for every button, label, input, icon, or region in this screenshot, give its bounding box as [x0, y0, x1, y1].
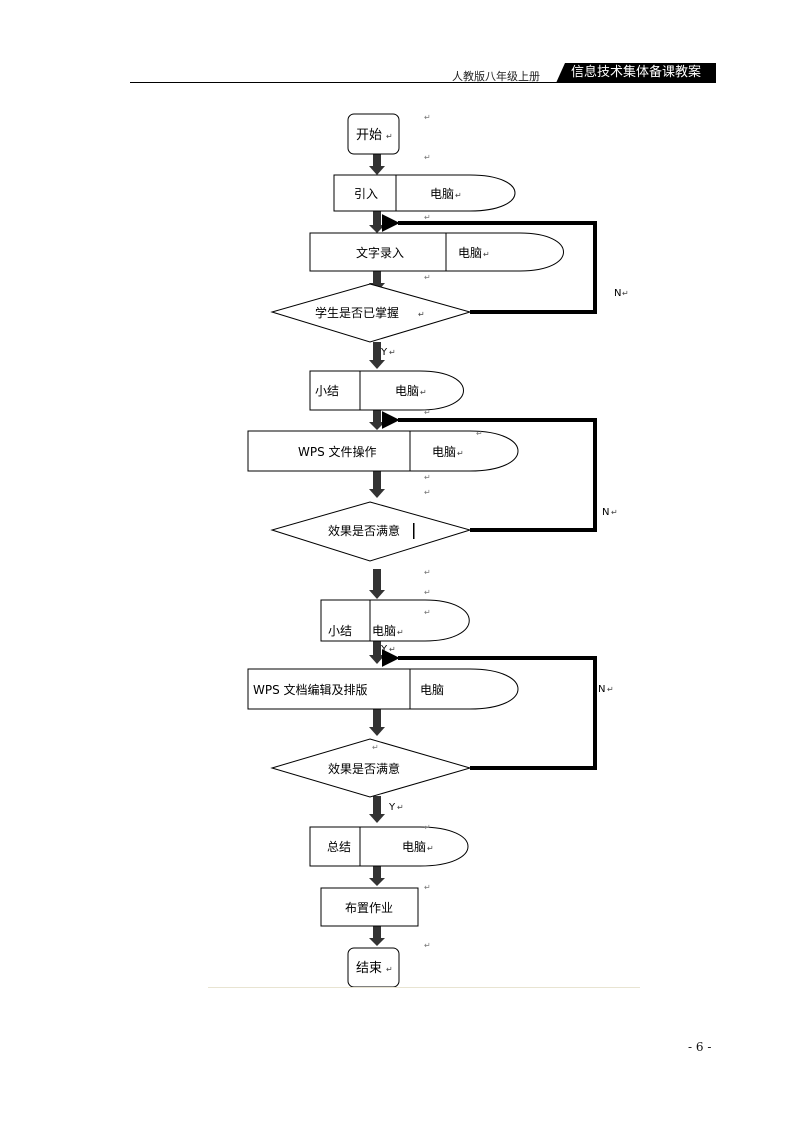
return-mark: ↵ — [457, 449, 464, 458]
down-arrow — [369, 342, 385, 369]
return-mark: ↵ — [424, 213, 431, 222]
step-homework — [320, 887, 419, 927]
return-mark: ↵ — [424, 408, 431, 417]
no-label: N — [602, 507, 609, 518]
page-number: - 6 - — [688, 1040, 712, 1054]
decision-effect-2-label: 效果是否满意 — [328, 761, 400, 776]
return-mark: ↵ — [418, 310, 425, 319]
step-typing — [309, 232, 564, 272]
return-mark: ↵ — [420, 388, 427, 397]
computer-label: 电脑 — [402, 840, 426, 854]
no-label: N — [614, 288, 621, 299]
computer-label: 电脑 — [420, 683, 444, 697]
computer-label: 电脑 — [372, 624, 396, 638]
down-arrow — [369, 926, 385, 946]
step-wps-file — [247, 430, 519, 472]
return-mark: ↵ — [424, 473, 431, 482]
step-wps-file-label: WPS 文件操作 — [298, 444, 377, 459]
decision-effect-1 — [270, 501, 472, 562]
return-mark: ↵ — [455, 191, 462, 200]
return-mark: ↵ — [607, 685, 614, 694]
return-mark: ↵ — [424, 588, 431, 597]
return-mark: ↵ — [424, 823, 431, 832]
step-conclusion — [309, 826, 469, 867]
return-mark: ↵ — [389, 348, 396, 357]
step-wps-edit-label: WPS 文档编辑及排版 — [253, 682, 368, 697]
loop-line-effect-1 — [381, 411, 597, 532]
return-mark: ↵ — [611, 508, 618, 517]
return-mark: ↵ — [386, 132, 393, 141]
down-arrow — [369, 641, 385, 664]
return-mark: ↵ — [424, 113, 431, 122]
return-mark: ↵ — [622, 289, 629, 298]
computer-label: 电脑 — [458, 246, 482, 260]
down-arrow — [369, 410, 385, 430]
header-tag: 信息技术集体备课教案 — [556, 63, 716, 83]
return-mark: ↵ — [424, 608, 431, 617]
step-summary-1 — [309, 370, 464, 411]
down-arrow — [369, 211, 385, 233]
bottom-rule — [208, 987, 640, 988]
step-summary-2 — [320, 599, 470, 642]
return-mark: ↵ — [397, 803, 404, 812]
step-wps-edit — [247, 668, 519, 710]
return-mark: ↵ — [424, 153, 431, 162]
return-mark: ↵ — [424, 941, 431, 950]
step-homework-label: 布置作业 — [345, 901, 393, 915]
return-mark: ↵ — [424, 883, 431, 892]
step-conclusion-label: 总结 — [327, 840, 351, 854]
start-terminal — [347, 113, 400, 155]
down-arrow — [369, 471, 385, 498]
no-label: N — [598, 684, 605, 695]
down-arrow — [369, 866, 385, 886]
decision-mastered — [270, 283, 472, 343]
computer-label: 电脑 — [432, 445, 456, 459]
decision-mastered-label: 学生是否已掌握 — [315, 305, 399, 320]
return-mark: ↵ — [427, 844, 434, 853]
computer-label: 电脑 — [430, 187, 454, 201]
down-arrow — [369, 569, 385, 599]
return-mark: ↵ — [424, 273, 431, 282]
text-cursor — [413, 523, 415, 539]
header-rule — [130, 82, 715, 83]
return-mark: ↵ — [386, 965, 393, 974]
decision-effect-1-label: 效果是否满意 — [328, 523, 400, 538]
computer-label: 电脑 — [395, 384, 419, 398]
return-mark: ↵ — [476, 429, 483, 438]
step-intro-label: 引入 — [354, 187, 378, 201]
end-label: 结束 — [356, 961, 382, 976]
yes-label: Y — [388, 802, 396, 813]
return-mark: ↵ — [389, 645, 396, 654]
return-mark: ↵ — [397, 628, 404, 637]
step-summary-2-label: 小结 — [328, 624, 352, 638]
loop-line-effect-2 — [381, 649, 597, 770]
down-arrow — [369, 796, 385, 823]
yes-label: Y — [380, 347, 388, 358]
start-label: 开始 — [356, 128, 382, 143]
down-arrow — [369, 709, 385, 736]
return-mark: ↵ — [424, 568, 431, 577]
step-typing-label: 文字录入 — [356, 245, 404, 260]
loop-line-mastered — [381, 214, 597, 314]
step-summary-1-label: 小结 — [315, 384, 339, 398]
decision-effect-2 — [270, 738, 472, 798]
yes-label: Y — [380, 644, 388, 655]
down-arrow — [369, 154, 385, 175]
return-mark: ↵ — [424, 488, 431, 497]
return-mark: ↵ — [483, 250, 490, 259]
return-mark: ↵ — [372, 743, 379, 752]
step-intro — [333, 174, 516, 212]
header-book-title: 人教版八年级上册 — [452, 70, 540, 83]
